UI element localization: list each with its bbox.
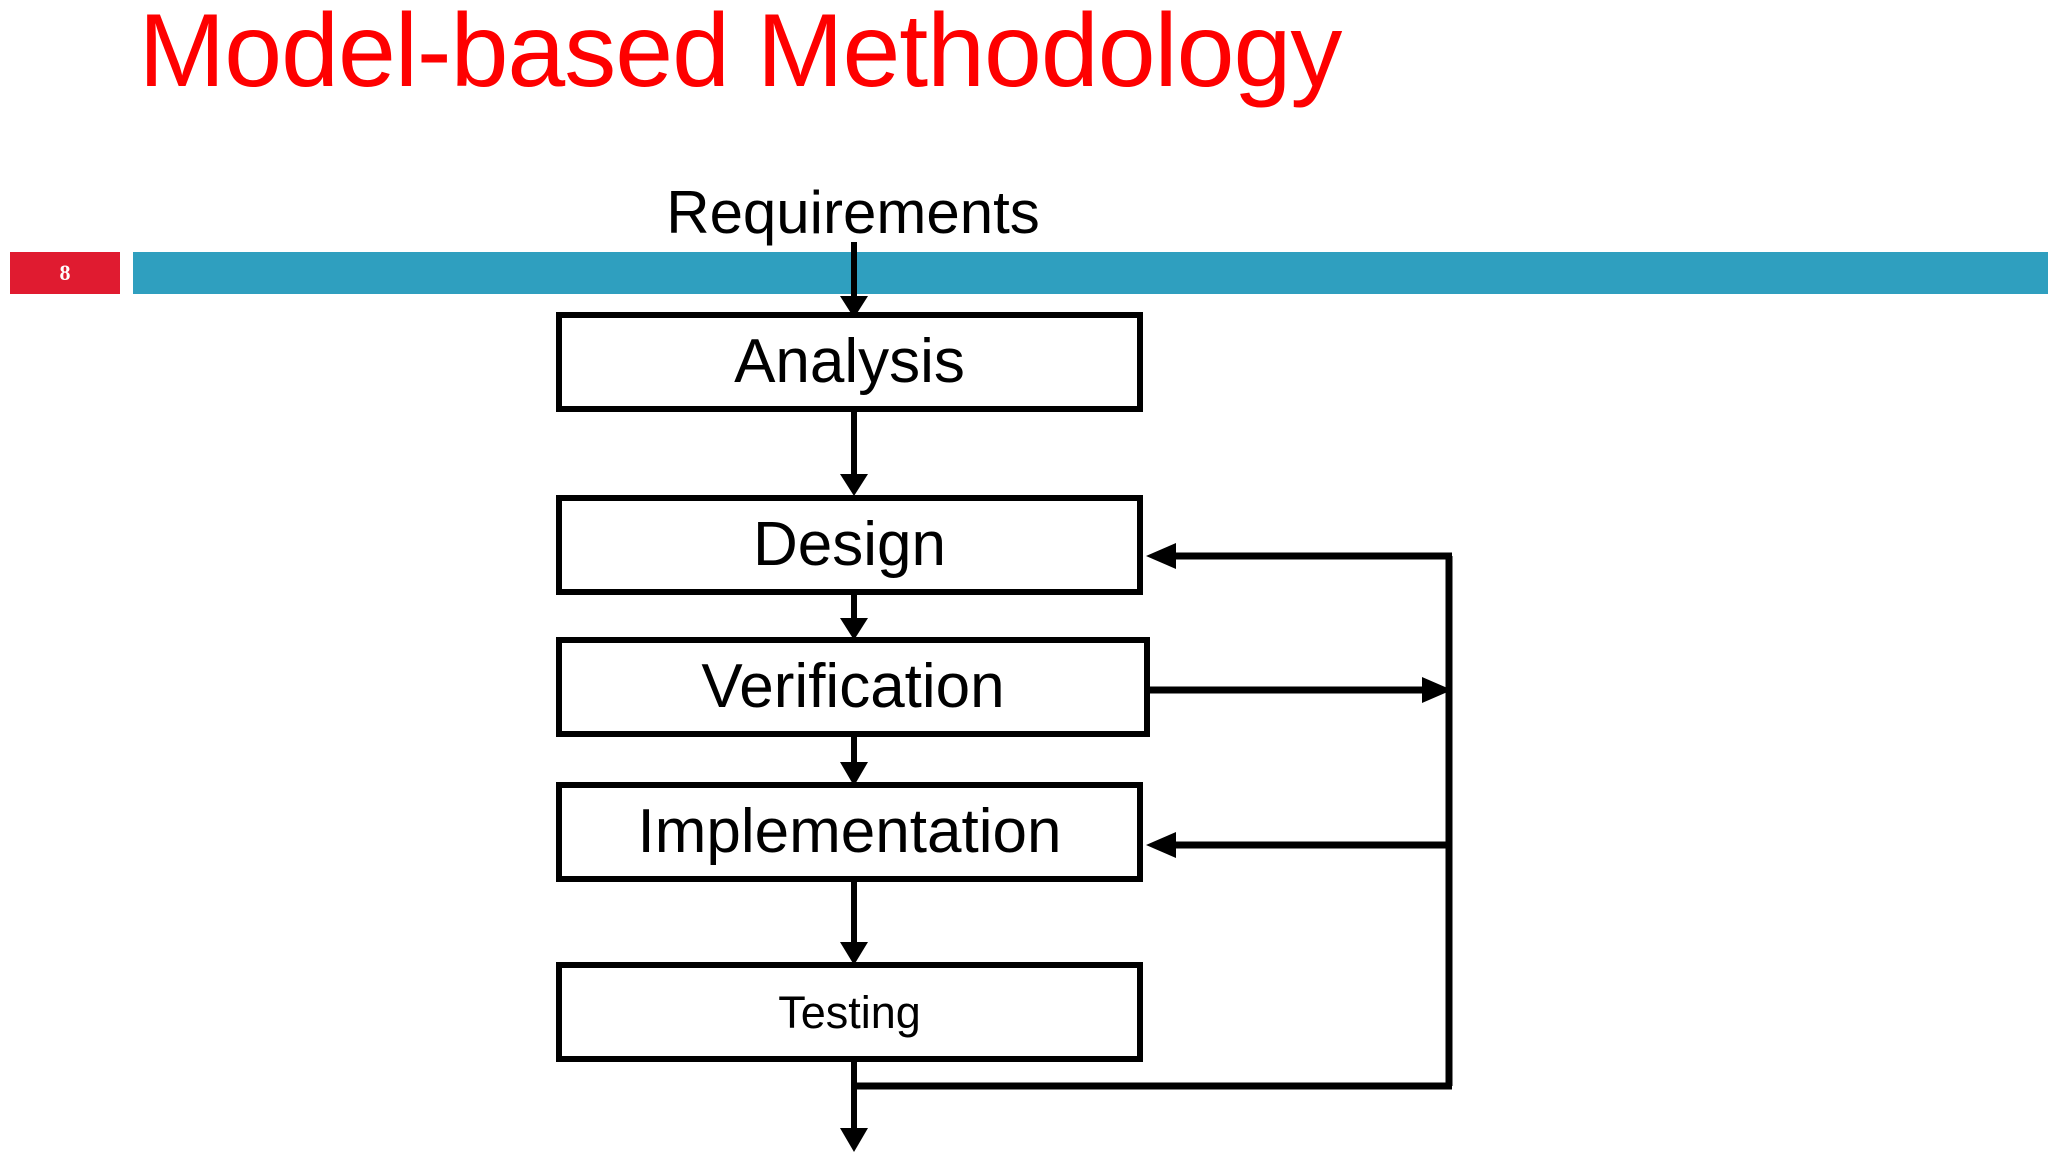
accent-bar-region: 8: [0, 252, 2048, 294]
connector-testing-output: [840, 1060, 868, 1152]
connector-requirements-analysis: [840, 242, 868, 318]
connector-feedback-to-implementation: [1146, 832, 1452, 858]
connector-verification-to-feedback: [1150, 677, 1452, 703]
connector-design-verification: [840, 595, 868, 640]
connector-verification-implementation: [840, 737, 868, 786]
connector-analysis-design: [840, 412, 868, 496]
connector-feedback-to-design: [1146, 543, 1452, 569]
accent-bar: [133, 252, 2048, 294]
flow-label-requirements: Requirements: [666, 179, 1040, 246]
connector-implementation-testing: [840, 882, 868, 965]
page-title: Model-based Methodology: [138, 0, 1343, 109]
flow-box-analysis: Analysis: [556, 312, 1143, 412]
flow-box-verification: Verification: [556, 637, 1150, 737]
flow-box-testing: Testing: [556, 962, 1143, 1062]
flow-box-design: Design: [556, 495, 1143, 595]
flow-box-implementation: Implementation: [556, 782, 1143, 882]
slide-number-badge: 8: [10, 252, 120, 294]
